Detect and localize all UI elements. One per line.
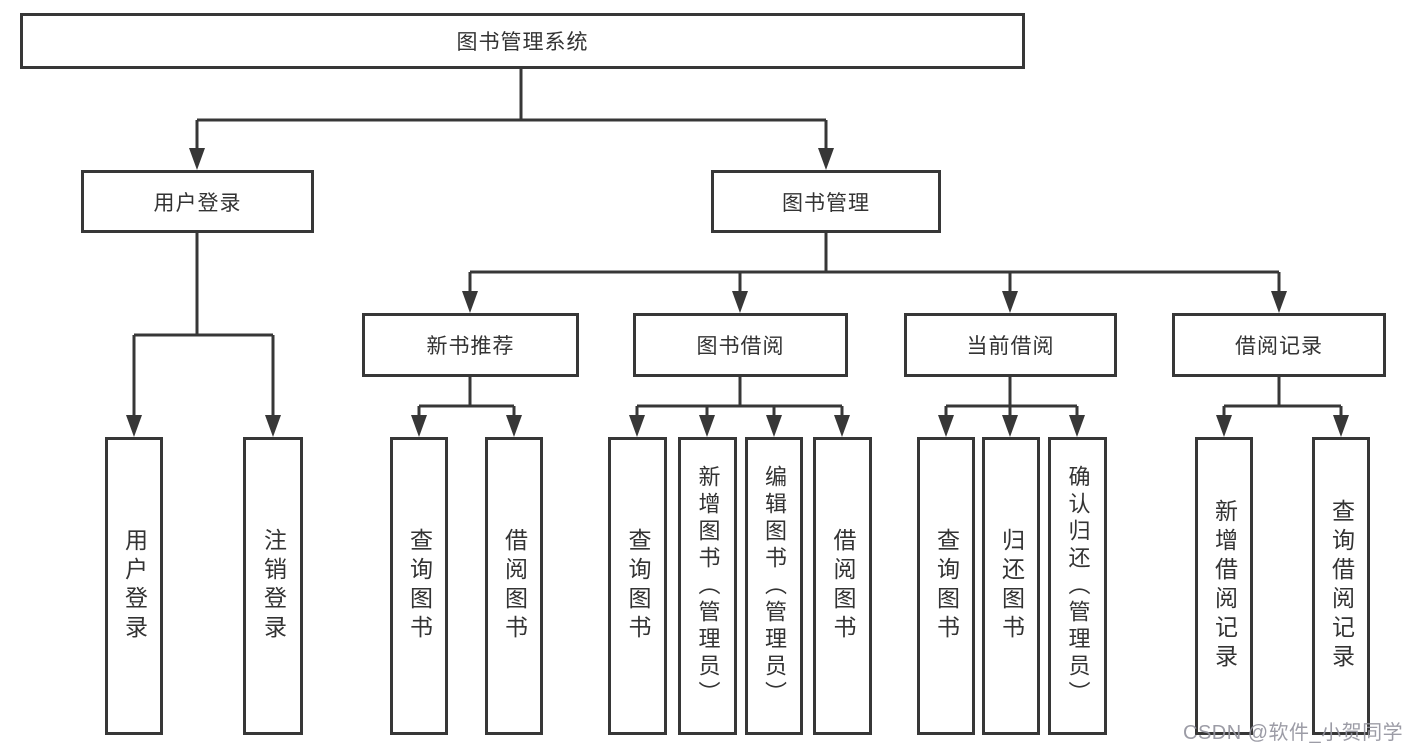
node-label: 借阅图书 [501, 528, 528, 644]
node-label: 归还图书 [998, 528, 1025, 644]
node-label: 借阅记录 [1235, 335, 1323, 358]
node-label: 图书管理系统 [456, 31, 589, 54]
leaf-add-borrow-record: 新增借阅记录 [1195, 437, 1253, 735]
leaf-borrow-books: 借阅图书 [813, 437, 872, 735]
node-label: 查询借阅记录 [1328, 499, 1355, 673]
node-label: 编辑图书（管理员） [762, 464, 787, 708]
leaf-logout: 注销登录 [243, 437, 303, 735]
node-label: 借阅图书 [830, 528, 856, 644]
node-library-management-system: 图书管理系统 [20, 13, 1025, 69]
leaf-add-book-admin: 新增图书（管理员） [678, 437, 737, 735]
node-label: 查询图书 [625, 528, 651, 644]
node-borrowing-records: 借阅记录 [1172, 313, 1386, 377]
node-label: 当前借阅 [966, 335, 1055, 358]
node-label: 查询图书 [406, 528, 433, 644]
leaf-confirm-return-admin: 确认归还（管理员） [1048, 437, 1107, 735]
leaf-return-books: 归还图书 [982, 437, 1040, 735]
node-label: 新增借阅记录 [1211, 499, 1238, 673]
node-label: 确认归还（管理员） [1065, 464, 1091, 708]
node-new-book-recommendation: 新书推荐 [362, 313, 579, 377]
node-label: 图书管理 [782, 191, 870, 215]
leaf-query-books-borrow: 查询图书 [608, 437, 667, 735]
node-label: 新增图书（管理员） [695, 464, 721, 708]
leaf-borrow-books-recommend: 借阅图书 [485, 437, 543, 735]
node-book-borrowing: 图书借阅 [633, 313, 848, 377]
node-current-borrowing: 当前借阅 [904, 313, 1117, 377]
node-label: 查询图书 [933, 528, 960, 644]
leaf-query-books-recommend: 查询图书 [390, 437, 448, 735]
node-label: 注销登录 [260, 528, 287, 644]
node-user-login: 用户登录 [81, 170, 314, 233]
node-label: 用户登录 [153, 191, 242, 215]
leaf-query-books-current: 查询图书 [917, 437, 975, 735]
node-label: 新书推荐 [426, 335, 515, 358]
node-book-management: 图书管理 [711, 170, 941, 233]
node-label: 用户登录 [121, 528, 148, 644]
leaf-query-borrow-record: 查询借阅记录 [1312, 437, 1370, 735]
node-label: 图书借阅 [696, 335, 785, 358]
leaf-user-login: 用户登录 [105, 437, 163, 735]
leaf-edit-book-admin: 编辑图书（管理员） [745, 437, 803, 735]
csdn-watermark: CSDN @软件_小贺同学 [1183, 722, 1404, 744]
